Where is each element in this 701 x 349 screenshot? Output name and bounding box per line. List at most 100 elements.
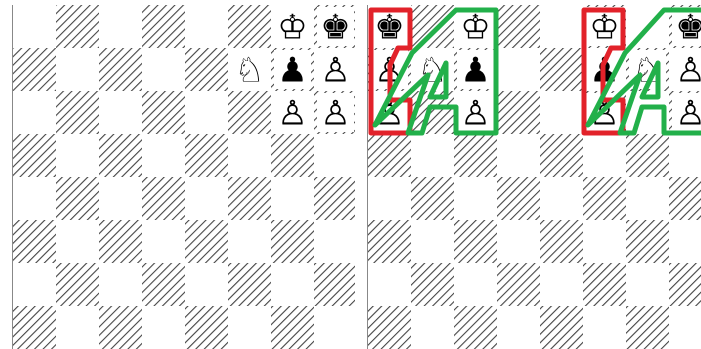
square-e6[interactable] — [540, 91, 583, 134]
white-pawn-icon[interactable]: ♙ — [320, 94, 350, 134]
square-d8[interactable] — [142, 5, 185, 48]
square-f2[interactable] — [228, 263, 271, 306]
square-e5[interactable] — [185, 134, 228, 177]
square-b3[interactable] — [56, 220, 99, 263]
square-g4[interactable] — [271, 177, 314, 220]
square-c7[interactable] — [99, 48, 142, 91]
square-h1[interactable] — [314, 306, 356, 349]
square-f4[interactable] — [583, 177, 626, 220]
square-h1[interactable] — [669, 306, 701, 349]
black-pawn-icon[interactable]: ♟ — [460, 51, 490, 91]
square-a8[interactable] — [13, 5, 56, 48]
square-c3[interactable] — [454, 220, 497, 263]
white-king-icon[interactable]: ♔ — [277, 8, 307, 48]
white-pawn-icon[interactable]: ♙ — [675, 94, 701, 134]
square-e7[interactable] — [185, 48, 228, 91]
square-f3[interactable] — [228, 220, 271, 263]
square-h3[interactable] — [314, 220, 356, 263]
square-h5[interactable] — [314, 134, 356, 177]
square-d3[interactable] — [142, 220, 185, 263]
square-g1[interactable] — [271, 306, 314, 349]
square-a3[interactable] — [13, 220, 56, 263]
square-b4[interactable] — [411, 177, 454, 220]
square-e8[interactable] — [185, 5, 228, 48]
square-e4[interactable] — [185, 177, 228, 220]
square-f5[interactable] — [583, 134, 626, 177]
square-a2[interactable] — [13, 263, 56, 306]
square-f2[interactable] — [583, 263, 626, 306]
square-d4[interactable] — [497, 177, 540, 220]
square-b8[interactable] — [56, 5, 99, 48]
square-e3[interactable] — [185, 220, 228, 263]
square-e5[interactable] — [540, 134, 583, 177]
square-h4[interactable] — [314, 177, 356, 220]
square-f3[interactable] — [583, 220, 626, 263]
white-pawn-icon[interactable]: ♙ — [675, 51, 701, 91]
square-a4[interactable] — [368, 177, 411, 220]
square-h5[interactable] — [669, 134, 701, 177]
square-b8[interactable] — [411, 5, 454, 48]
square-a2[interactable] — [368, 263, 411, 306]
square-c1[interactable] — [99, 306, 142, 349]
square-d6[interactable] — [142, 91, 185, 134]
square-f1[interactable] — [583, 306, 626, 349]
square-a4[interactable] — [13, 177, 56, 220]
white-king-icon[interactable]: ♔ — [589, 8, 619, 48]
square-g2[interactable] — [271, 263, 314, 306]
black-king-icon[interactable]: ♚ — [675, 8, 701, 48]
square-g1[interactable] — [626, 306, 669, 349]
square-d2[interactable] — [142, 263, 185, 306]
square-d6[interactable] — [497, 91, 540, 134]
square-e6[interactable] — [185, 91, 228, 134]
square-b6[interactable] — [56, 91, 99, 134]
square-h4[interactable] — [669, 177, 701, 220]
square-d1[interactable] — [142, 306, 185, 349]
square-g3[interactable] — [271, 220, 314, 263]
square-e1[interactable] — [540, 306, 583, 349]
square-e8[interactable] — [540, 5, 583, 48]
square-c5[interactable] — [454, 134, 497, 177]
chessboard-left[interactable]: ♔♚♟♙♙♙♘ — [12, 5, 357, 349]
square-h2[interactable] — [314, 263, 356, 306]
square-e3[interactable] — [540, 220, 583, 263]
black-king-icon[interactable]: ♚ — [320, 8, 350, 48]
white-pawn-icon[interactable]: ♙ — [277, 94, 307, 134]
square-a5[interactable] — [368, 134, 411, 177]
square-c4[interactable] — [454, 177, 497, 220]
square-d3[interactable] — [497, 220, 540, 263]
chessboard-right[interactable]: ♚♔♙♙♘♟♙♔♚♟♙♘♙♙ — [367, 5, 701, 349]
square-a7[interactable] — [13, 48, 56, 91]
square-g4[interactable] — [626, 177, 669, 220]
square-c6[interactable] — [99, 91, 142, 134]
square-c8[interactable] — [99, 5, 142, 48]
square-a1[interactable] — [13, 306, 56, 349]
square-g5[interactable] — [626, 134, 669, 177]
square-g5[interactable] — [271, 134, 314, 177]
square-b2[interactable] — [411, 263, 454, 306]
square-f8[interactable] — [228, 5, 271, 48]
square-b2[interactable] — [56, 263, 99, 306]
black-pawn-icon[interactable]: ♟ — [277, 51, 307, 91]
square-c4[interactable] — [99, 177, 142, 220]
square-d7[interactable] — [497, 48, 540, 91]
square-c5[interactable] — [99, 134, 142, 177]
square-c3[interactable] — [99, 220, 142, 263]
square-e2[interactable] — [540, 263, 583, 306]
square-f6[interactable] — [228, 91, 271, 134]
square-e4[interactable] — [540, 177, 583, 220]
square-c2[interactable] — [454, 263, 497, 306]
square-b7[interactable] — [56, 48, 99, 91]
white-pawn-icon[interactable]: ♙ — [460, 94, 490, 134]
square-e7[interactable] — [540, 48, 583, 91]
square-g3[interactable] — [626, 220, 669, 263]
square-d2[interactable] — [497, 263, 540, 306]
square-d8[interactable] — [497, 5, 540, 48]
white-king-icon[interactable]: ♔ — [460, 8, 490, 48]
square-e2[interactable] — [185, 263, 228, 306]
square-d5[interactable] — [142, 134, 185, 177]
black-king-icon[interactable]: ♚ — [374, 8, 404, 48]
square-h3[interactable] — [669, 220, 701, 263]
white-pawn-icon[interactable]: ♙ — [320, 51, 350, 91]
square-c2[interactable] — [99, 263, 142, 306]
square-b3[interactable] — [411, 220, 454, 263]
